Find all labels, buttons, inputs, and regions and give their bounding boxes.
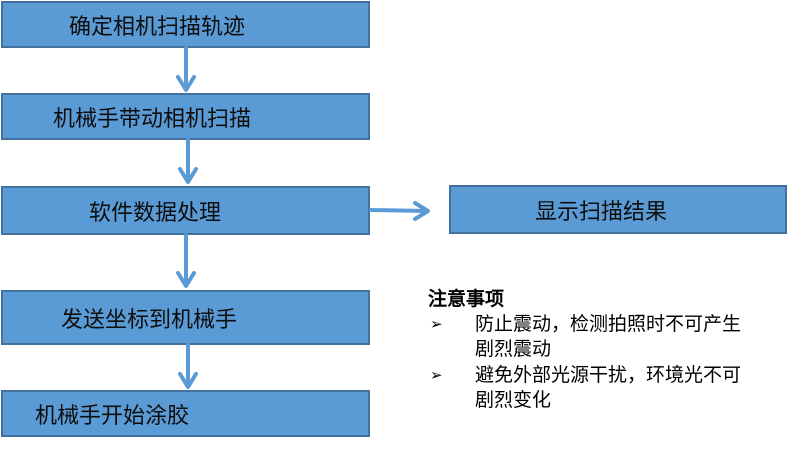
arrow-1-to-2: [176, 46, 196, 92]
notes-title: 注意事项: [428, 288, 505, 310]
step-label: 软件数据处理: [89, 200, 222, 226]
step-label: 确定相机扫描轨迹: [69, 14, 246, 40]
note-line: 剧烈变化: [475, 389, 552, 411]
note-line: 防止震动，检测拍照时不可产生: [475, 313, 742, 335]
step-box-send-coordinates: 发送坐标到机械手: [1, 290, 370, 345]
note-item: ➢ 避免外部光源干扰，环境光不可 剧烈变化: [428, 363, 783, 413]
step-box-data-processing: 软件数据处理: [1, 186, 370, 235]
arrow-2-to-3: [178, 138, 198, 184]
step-box-robot-scan: 机械手带动相机扫描: [1, 93, 370, 140]
step-label: 机械手开始涂胶: [35, 403, 190, 429]
step-box-start-gluing: 机械手开始涂胶: [1, 390, 370, 437]
note-line: 剧烈震动: [475, 338, 552, 360]
arrow-bullet-icon: ➢: [430, 315, 443, 333]
step-box-determine-trajectory: 确定相机扫描轨迹: [1, 1, 370, 48]
note-item: ➢ 防止震动，检测拍照时不可产生 剧烈震动: [428, 312, 783, 362]
side-box-show-results: 显示扫描结果: [449, 185, 787, 234]
arrow-3-to-4: [176, 233, 196, 288]
arrow-bullet-icon: ➢: [430, 366, 443, 384]
step-label: 机械手带动相机扫描: [53, 106, 252, 132]
note-line: 避免外部光源干扰，环境光不可: [475, 364, 742, 386]
side-label: 显示扫描结果: [535, 199, 668, 225]
arrow-3-to-side: [369, 201, 430, 221]
notes-panel: 注意事项 ➢ 防止震动，检测拍照时不可产生 剧烈震动 ➢ 避免外部光源干扰，环境…: [428, 286, 783, 414]
arrow-4-to-5: [178, 343, 198, 389]
step-label: 发送坐标到机械手: [61, 307, 238, 333]
